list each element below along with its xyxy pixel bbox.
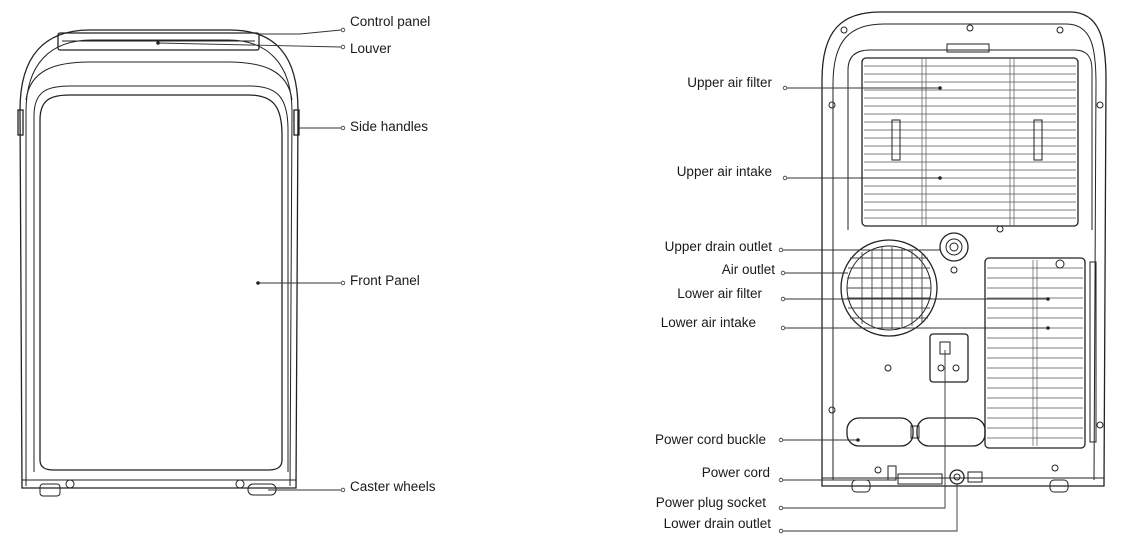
label-upper-drain-outlet: Upper drain outlet (665, 239, 773, 254)
label-control-panel: Control panel (350, 14, 430, 29)
front-left-caster-hub (65, 479, 75, 489)
label-power-plug-socket: Power plug socket (656, 495, 767, 510)
front-right-caster-hub (235, 479, 245, 489)
pointer-upper-air-intake (938, 176, 942, 180)
ring-power-cord (778, 477, 784, 483)
ring-control-panel (340, 27, 346, 33)
label-air-outlet: Air outlet (722, 262, 776, 277)
label-upper-air-intake: Upper air intake (677, 164, 772, 179)
rear-screw (966, 24, 974, 32)
label-front-panel: Front Panel (350, 273, 420, 288)
front-body-outline (19, 29, 299, 489)
label-lower-air-intake: Lower air intake (661, 315, 756, 330)
lower-drain-outlet-center (953, 473, 961, 481)
control-panel-strip (57, 32, 260, 51)
rear-screw (996, 225, 1004, 233)
drain-bracket (967, 471, 983, 483)
rear-body-inner (832, 23, 1097, 481)
front-panel-frame (33, 85, 289, 472)
front-view: Control panel Louver Side handles Front … (17, 14, 436, 497)
front-body-inner (25, 39, 293, 487)
ring-lower-air-intake (780, 325, 786, 331)
pointer-front-panel (256, 281, 260, 285)
rear-right-caster (1049, 479, 1069, 493)
upper-grille-slats (864, 58, 1076, 226)
rear-screw (1096, 421, 1104, 429)
upper-drain-screw (950, 266, 958, 274)
pointer-lower-air-intake (1046, 326, 1050, 330)
label-louver: Louver (350, 41, 392, 56)
label-upper-air-filter: Upper air filter (687, 75, 772, 90)
leader-lower-drain-outlet (781, 484, 958, 532)
socket-screw (937, 364, 945, 372)
leader-control-panel (256, 29, 342, 35)
rear-screw (828, 101, 836, 109)
ring-louver (340, 44, 346, 50)
upper-drain-outlet-cap (945, 238, 963, 256)
label-lower-drain-outlet: Lower drain outlet (664, 516, 772, 531)
air-outlet-grid (847, 247, 931, 329)
lower-air-filter-grille (984, 257, 1086, 449)
pointer-upper-air-filter (938, 86, 942, 90)
leader-power-plug-socket (781, 350, 946, 509)
upper-air-filter-grille (861, 57, 1079, 227)
buckle-hinge (910, 425, 920, 439)
right-side-handle (293, 109, 300, 136)
ring-power-plug-socket (778, 505, 784, 511)
filter-tab (946, 43, 990, 53)
rear-screw (874, 466, 882, 474)
label-power-cord: Power cord (702, 465, 770, 480)
leader-louver (157, 42, 342, 48)
ring-air-outlet (780, 270, 786, 276)
power-cord-exit (897, 473, 943, 485)
upper-grille-frame (847, 49, 1093, 230)
ring-upper-air-intake (782, 175, 788, 181)
ring-front-panel (340, 280, 346, 286)
pointer-lower-air-filter (1046, 297, 1050, 301)
label-lower-air-filter: Lower air filter (677, 286, 762, 301)
ring-power-cord-buckle (778, 437, 784, 443)
pointer-power-cord-buckle (856, 438, 860, 442)
upper-drain-outlet-center (949, 242, 959, 252)
lower-drain-outlet (949, 469, 965, 485)
label-caster-wheels: Caster wheels (350, 479, 436, 494)
ring-side-handles (340, 125, 346, 131)
rear-body-outline (821, 11, 1107, 487)
lower-side-vent (1089, 261, 1097, 443)
air-outlet-ring (840, 239, 938, 337)
ring-caster-wheels (340, 487, 346, 493)
rear-screw (884, 364, 892, 372)
rear-screw (828, 406, 836, 414)
ring-lower-drain-outlet (778, 528, 784, 534)
filter-clip-left (891, 119, 901, 161)
rear-screw (1051, 464, 1059, 472)
rear-screw (840, 26, 848, 34)
ring-lower-air-filter (780, 296, 786, 302)
power-cord-buckle-left (846, 417, 914, 447)
socket-screw (952, 364, 960, 372)
ring-upper-air-filter (782, 85, 788, 91)
rear-screw (1056, 26, 1064, 34)
lower-grille-latch (1055, 259, 1065, 269)
front-left-caster (39, 483, 61, 497)
socket-plate (929, 333, 969, 383)
front-panel-shape (39, 94, 283, 471)
front-shoulder (25, 61, 293, 101)
front-right-caster (247, 483, 277, 496)
label-side-handles: Side handles (350, 119, 428, 134)
rear-view: Upper air filter Upper air intake Upper … (655, 11, 1107, 534)
left-side-handle (17, 109, 24, 136)
filter-clip-right (1033, 119, 1043, 161)
rear-screw (1096, 101, 1104, 109)
lower-grille-slats (987, 260, 1083, 446)
upper-drain-outlet (939, 232, 969, 262)
ring-upper-drain-outlet (778, 247, 784, 253)
pointer-louver (156, 41, 160, 45)
power-cord-buckle-right (916, 417, 986, 447)
label-power-cord-buckle: Power cord buckle (655, 432, 766, 447)
